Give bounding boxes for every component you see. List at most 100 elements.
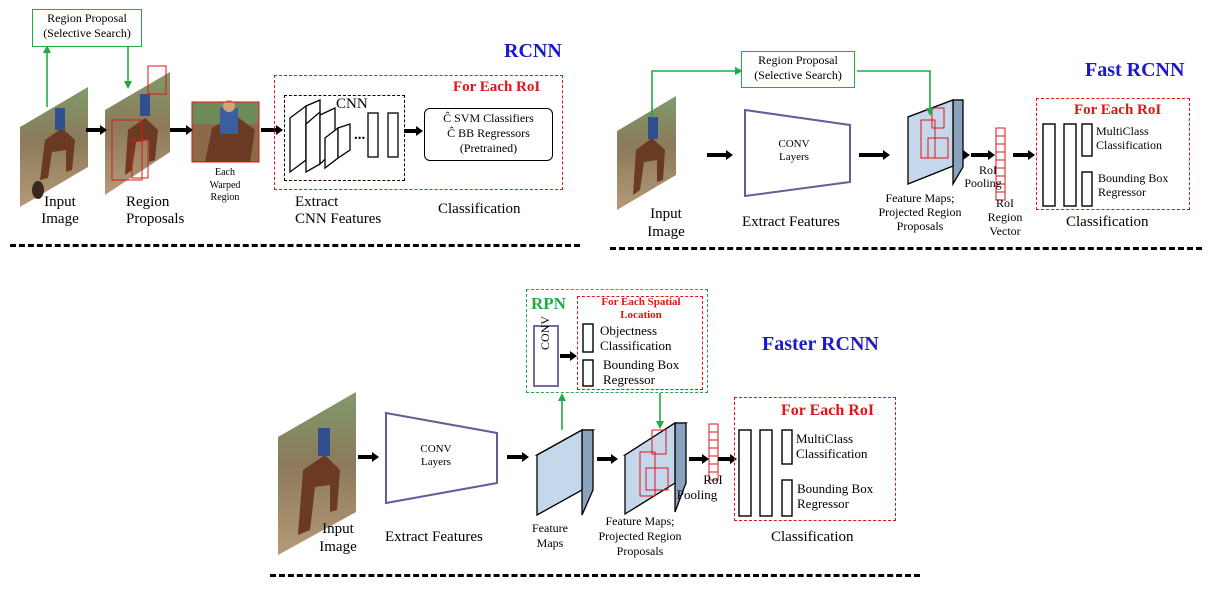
fast-separator (610, 247, 1202, 250)
fast-region-proposal-line1: Region Proposal (758, 53, 838, 67)
rpn-objectness-2: Classification (600, 338, 672, 353)
fast-bbox-2: Regressor (1098, 185, 1146, 199)
faster-separator (270, 574, 920, 577)
rpn-bbox-2: Regressor (603, 372, 655, 387)
rcnn-for-each-roi: For Each RoI (453, 79, 541, 95)
rcnn-warped-label-1: Each (215, 167, 235, 178)
faster-roi-box (734, 397, 896, 521)
rpn-spatial-title-2: Location (620, 309, 662, 321)
fast-classifier-bars (1042, 123, 1093, 207)
rcnn-proposal-photo (105, 65, 170, 195)
faster-conv-label-1: CONV (420, 443, 452, 455)
faster-fmaps-label-1: Feature (532, 521, 568, 535)
faster-projected-feature-map (622, 421, 689, 516)
fast-conv-label-2: Layers (779, 151, 809, 163)
rcnn-roi-box (274, 75, 563, 190)
fast-green-line-right (857, 70, 931, 112)
faster-fm-label-3: Proposals (616, 544, 664, 558)
rcnn-region-proposal-line2: (Selective Search) (43, 26, 131, 40)
fast-roi-pool-label-1: RoI (979, 163, 997, 177)
rcnn-warped-label-3: Region (210, 192, 240, 203)
fast-for-each-roi: For Each RoI (1074, 102, 1162, 118)
fast-fm-label-3: Proposals (896, 219, 944, 233)
faster-arrow-4 (730, 454, 737, 464)
rcnn-svm-label: Ĉ SVM Classifiers (443, 111, 534, 125)
rpn-arrow (570, 351, 577, 361)
fast-roi-vector-label-1: RoI (996, 196, 1014, 210)
rcnn-region-proposal-line1: Region Proposal (47, 11, 127, 25)
rcnn-warped-label-2: Warped (209, 180, 241, 191)
rpn-conv-text: CONV (538, 315, 552, 350)
rcnn-extract-label-2: CNN Features (295, 211, 382, 227)
rpn-spatial-box (577, 296, 703, 390)
fast-classification-label: Classification (1066, 214, 1149, 230)
rcnn-proposals-label-2: Proposals (126, 211, 185, 227)
faster-conv-label-2: Layers (421, 456, 451, 468)
faster-roi-vector (708, 423, 719, 481)
rcnn-cnn-layers (289, 99, 399, 174)
faster-roi-pool-label-2: Pooling (676, 487, 718, 502)
fast-roi-vector-label-2: Region (987, 210, 1023, 224)
rpn-objectness-bar (582, 323, 594, 353)
faster-extract-label: Extract Features (385, 529, 483, 545)
faster-title: Faster RCNN (762, 333, 879, 355)
rcnn-input-label-1: Input (44, 194, 76, 210)
faster-conv-trapezoid (385, 411, 498, 505)
fast-green-line-left (651, 70, 740, 118)
rpn-bbox-1: Bounding Box (603, 357, 680, 372)
faster-roi-pool-label-1: RoI (703, 472, 723, 487)
faster-input-label-1: Input (322, 521, 354, 537)
faster-classification-label: Classification (771, 529, 854, 545)
fast-title: Fast RCNN (1085, 59, 1185, 81)
rcnn-input-photo (20, 87, 88, 207)
faster-multiclass-2: Classification (796, 446, 868, 461)
fast-conv-trapezoid (744, 108, 851, 198)
fast-region-proposal-box (741, 51, 855, 88)
fast-multiclass-1: MultiClass (1096, 124, 1149, 138)
fast-feature-map (907, 99, 964, 187)
fast-multiclass-2: Classification (1096, 138, 1162, 152)
rcnn-warped-photo (191, 100, 260, 163)
rcnn-dots: ... (354, 127, 366, 143)
fast-region-proposal-line2: (Selective Search) (754, 68, 842, 82)
rcnn-input-label-2: Image (41, 211, 79, 227)
rcnn-cnn-box (284, 95, 405, 181)
rcnn-separator (10, 244, 580, 247)
fast-input-photo (617, 96, 676, 210)
fast-fm-label-2: Projected Region (878, 205, 962, 219)
fast-fm-label-1: Feature Maps; (885, 191, 955, 205)
rcnn-pretrained-label: (Pretrained) (459, 141, 518, 155)
fast-arrow-3 (963, 150, 970, 160)
rpn-spatial-title-1: For Each Spatial (601, 296, 681, 308)
faster-feature-maps-block (534, 428, 596, 517)
faster-arrow-1 (372, 452, 379, 462)
rcnn-title: RCNN (504, 40, 562, 62)
faster-input-photo (278, 392, 356, 555)
faster-arrow-2 (522, 452, 529, 462)
rpn-conv-box (533, 325, 559, 387)
faster-fm-label-1: Feature Maps; (605, 514, 675, 528)
faster-multiclass-1: MultiClass (796, 431, 854, 446)
rcnn-region-proposal-box (32, 9, 142, 47)
faster-input-label-2: Image (319, 539, 357, 555)
rcnn-classification-label: Classification (438, 201, 521, 217)
rpn-bbox-bar (582, 359, 594, 387)
faster-fmaps-label-2: Maps (536, 536, 564, 550)
rpn-label: RPN (531, 294, 566, 313)
rpn-objectness-1: Objectness (600, 323, 658, 338)
fast-roi-box (1036, 98, 1190, 210)
rcnn-extract-label-1: Extract (295, 194, 339, 210)
fast-input-label-2: Image (647, 224, 685, 240)
fast-roi-vector (995, 127, 1006, 201)
faster-arrow-3 (611, 454, 618, 464)
rcnn-proposals-label-1: Region (126, 194, 170, 210)
fast-conv-label-1: CONV (778, 138, 810, 150)
faster-for-each-roi: For Each RoI (781, 402, 875, 419)
faster-classifier-bars (738, 429, 793, 517)
faster-fm-label-2: Projected Region (598, 529, 682, 543)
faster-bbox-1: Bounding Box (797, 481, 874, 496)
fast-bbox-1: Bounding Box (1098, 171, 1169, 185)
rpn-box (526, 289, 708, 393)
faster-bbox-2: Regressor (797, 496, 849, 511)
